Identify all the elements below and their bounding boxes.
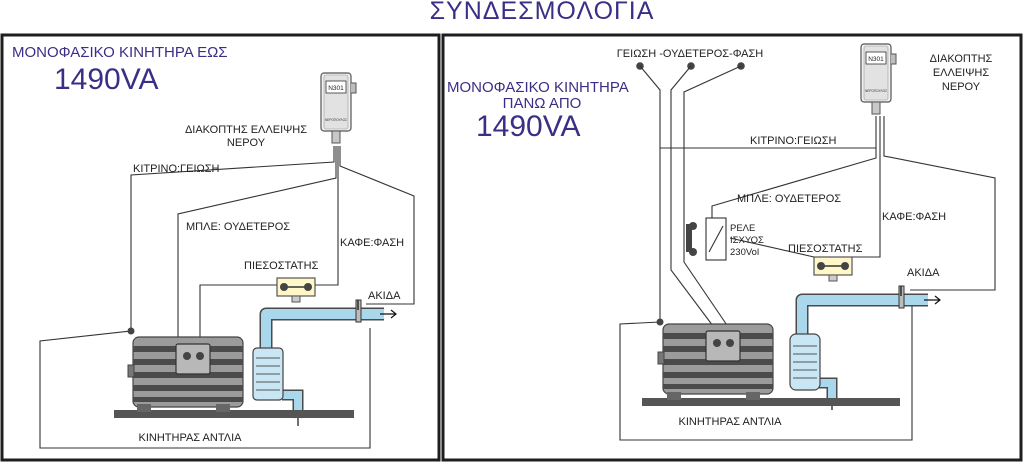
right-device-model: N301 xyxy=(868,56,884,63)
right-relay-label-2: ΙΣΧΥΟΣ xyxy=(730,235,764,246)
right-power-rating: 1490VA xyxy=(476,110,581,143)
left-neutral-label: ΜΠΛΕ: ΟΥΔΕΤΕΡΟΣ xyxy=(186,221,290,233)
right-panel: ΓΕΙΩΣΗ -ΟΥΔΕΤΕΡΟΣ-ΦΑΣΗ ΜΟΝΟΦΑΣΙΚΟ ΚΙΝΗΤΗ… xyxy=(441,33,1023,462)
right-ground-label: ΚΙΤΡΙΝΟ:ΓΕΙΩΣΗ xyxy=(750,135,837,147)
right-pump xyxy=(789,333,821,391)
left-device-brand: ΝΕΡΟΠΟΥΛΟΣ xyxy=(325,118,347,122)
right-pressostat-label: ΠΙΕΣΟΣΤΑΤΗΣ xyxy=(788,243,863,255)
right-device-brand: ΝΕΡΟΠΟΥΛΟΣ xyxy=(865,89,887,93)
left-base xyxy=(114,410,354,418)
right-device-label-1: ΔΙΑΚΟΠΤΗΣ xyxy=(930,53,993,65)
left-panel: ΜΟΝΟΦΑΣΙΚΟ ΚΙΝΗΤΗΡΑ ΕΩΣ 1490VA N301 ΝΕΡΟ… xyxy=(0,33,441,462)
left-device-label-1: ΔΙΑΚΟΠΤΗΣ ΕΛΛΕΙΨΗΣ xyxy=(185,124,307,136)
left-pressostat-label: ΠΙΕΣΟΣΤΑΤΗΣ xyxy=(244,260,319,272)
left-heading: ΜΟΝΟΦΑΣΙΚΟ ΚΙΝΗΤΗΡΑ ΕΩΣ xyxy=(12,44,228,61)
right-device-label-2: ΕΛΛΕΙΨΗΣ xyxy=(933,67,990,79)
right-relay xyxy=(686,217,727,261)
right-relay-label-3: 230Vol xyxy=(730,247,759,258)
left-ground-terminal xyxy=(127,327,135,335)
left-water-switch: N301 ΝΕΡΟΠΟΥΛΟΣ xyxy=(320,72,357,144)
left-motor xyxy=(127,336,244,408)
right-ground-terminal xyxy=(656,318,664,326)
left-water-pipe xyxy=(259,307,397,426)
left-panel-border xyxy=(0,33,441,462)
right-motor xyxy=(657,323,774,395)
left-phase-label: ΚΑΦΕ:ΦΑΣΗ xyxy=(340,237,404,249)
right-water-pipe xyxy=(795,293,941,410)
right-phase-label: ΚΑΦΕ:ΦΑΣΗ xyxy=(882,211,946,223)
left-motor-pump-label: ΚΙΝΗΤΗΡΑΣ ΑΝΤΛΙΑ xyxy=(139,432,243,444)
right-base xyxy=(642,398,900,406)
left-probe xyxy=(355,299,362,323)
right-pressure-switch xyxy=(813,256,853,282)
right-heading-2: ΠΑΝΩ ΑΠΟ xyxy=(503,95,582,112)
left-pressure-switch xyxy=(276,277,316,303)
left-device-label-2: ΝΕΡΟΥ xyxy=(227,137,266,149)
left-power-rating: 1490VA xyxy=(54,63,159,96)
right-water-switch: N301 ΝΕΡΟΠΟΥΛΟΣ xyxy=(860,43,897,115)
right-relay-label-1: ΡΕΛΕ xyxy=(730,223,755,234)
right-wires xyxy=(619,65,996,441)
left-ground-label: ΚΙΤΡΙΝΟ:ΓΕΙΩΣΗ xyxy=(133,163,220,175)
right-device-label-3: ΝΕΡΟΥ xyxy=(942,81,981,93)
right-supply-label: ΓΕΙΩΣΗ -ΟΥΔΕΤΕΡΟΣ-ΦΑΣΗ xyxy=(617,48,764,60)
left-device-model: N301 xyxy=(328,85,344,92)
left-wires xyxy=(39,146,415,449)
diagram-title: ΣΥΝΔΕΣΜΟΛΟΓΙΑ xyxy=(430,0,655,25)
right-panel-border xyxy=(441,33,1023,462)
right-motor-pump-label: ΚΙΝΗΤΗΡΑΣ ΑΝΤΛΙΑ xyxy=(679,416,783,428)
right-probe-label: ΑΚΙΔΑ xyxy=(907,267,940,279)
right-probe xyxy=(898,285,905,309)
left-pump xyxy=(252,347,284,401)
right-heading-1: ΜΟΝΟΦΑΣΙΚΟ ΚΙΝΗΤΗΡΑ xyxy=(447,79,629,96)
left-probe-label: ΑΚΙΔΑ xyxy=(368,290,401,302)
right-neutral-label: ΜΠΛΕ: ΟΥΔΕΤΕΡΟΣ xyxy=(737,193,841,205)
